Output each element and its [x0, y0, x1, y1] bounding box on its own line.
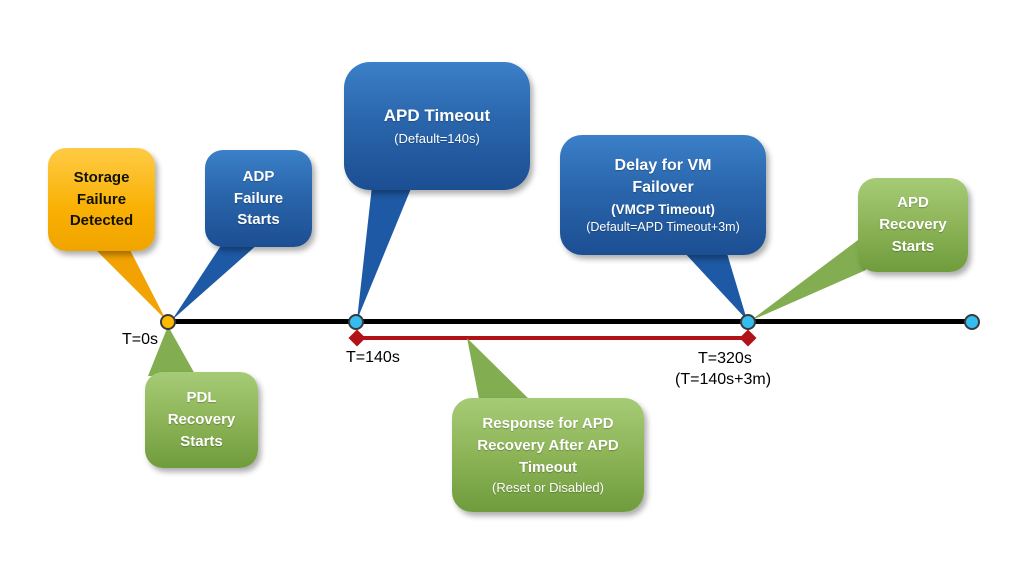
apd-response-label: Response for APD Recovery After APD Time…	[477, 415, 619, 476]
vmcp-timeout-label: (VMCP Timeout)	[611, 201, 715, 217]
adp-failure-callout: ADP Failure Starts	[205, 150, 312, 247]
apd-response-options-label: (Reset or Disabled)	[492, 479, 604, 495]
apd-timeout-tail	[357, 186, 412, 320]
timeline-line	[168, 319, 974, 324]
t140-event-dot	[348, 314, 364, 330]
response-tail	[467, 338, 534, 404]
apd-timeout-label: APD Timeout	[383, 106, 491, 126]
apd-recovery-tail	[750, 234, 866, 321]
apd-to-vmcp-range-line	[360, 336, 745, 340]
storage-failure-tail	[92, 246, 166, 320]
vm-failover-delay-callout: Delay for VM Failover (VMCP Timeout) (De…	[560, 135, 766, 255]
time-label-t0: T=0s	[121, 331, 158, 348]
t0-event-dot	[160, 314, 176, 330]
pdl-recovery-tail	[148, 326, 196, 376]
pdl-recovery-callout: PDL Recovery Starts	[145, 372, 258, 468]
time-label-t140: T=140s	[346, 349, 400, 366]
time-label-t320: T=320s	[698, 350, 752, 367]
apd-response-callout: Response for APD Recovery After APD Time…	[452, 398, 644, 512]
vmcp-default-label: (Default=APD Timeout+3m)	[586, 219, 740, 234]
storage-failure-callout: Storage Failure Detected	[48, 148, 155, 251]
time-label-t320-note: (T=140s+3m)	[675, 371, 772, 388]
adp-failure-tail	[172, 244, 258, 320]
timeline-end-dot	[964, 314, 980, 330]
apd-timeout-callout: APD Timeout (Default=140s)	[344, 62, 530, 190]
apd-timeout-default-label: (Default=140s)	[394, 130, 480, 146]
apd-recovery-callout: APD Recovery Starts	[858, 178, 968, 272]
apd-recovery-label: APD Recovery Starts	[879, 194, 947, 255]
t320-event-dot	[740, 314, 756, 330]
vm-failover-tail	[682, 250, 747, 320]
vm-failover-delay-label: Delay for VM Failover	[614, 156, 712, 197]
storage-failure-label: Storage Failure Detected	[69, 168, 134, 230]
pdl-recovery-label: PDL Recovery Starts	[167, 389, 236, 450]
adp-failure-label: ADP Failure Starts	[233, 167, 284, 229]
